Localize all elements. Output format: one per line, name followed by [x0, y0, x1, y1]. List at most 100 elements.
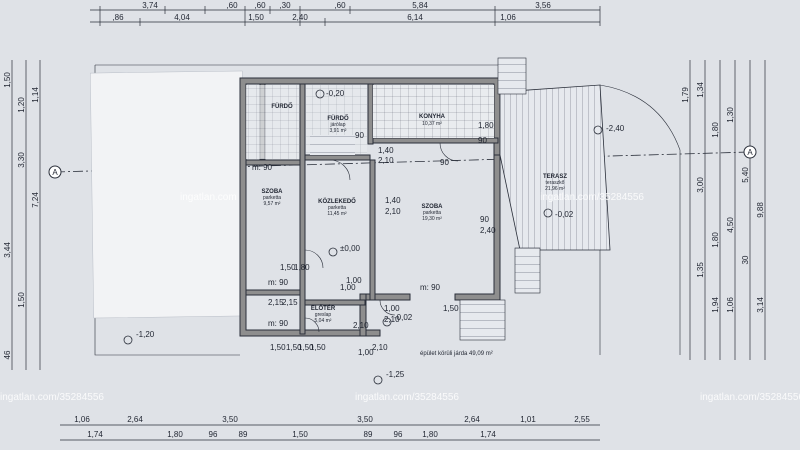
- top-dim-2-4: 6,14: [407, 13, 423, 22]
- bottom-dim-2-1: 1,80: [167, 430, 183, 439]
- left-dim-3: 3,30: [17, 152, 26, 168]
- room-finish: járólap: [329, 122, 345, 128]
- room-finish: parketta: [423, 210, 441, 216]
- room-name: FÜRDŐ: [271, 103, 293, 110]
- bottom-dim-2-8: 1,74: [480, 430, 496, 439]
- level-4: -1,20: [136, 330, 155, 339]
- inner-dim-25: 90: [440, 158, 449, 167]
- door-swings: [304, 142, 459, 333]
- bottom-dim-2-2: 96: [209, 430, 218, 439]
- entrance-steps: [459, 299, 506, 341]
- top-dim-2-1: 4,04: [174, 13, 190, 22]
- room-finish: parketta: [328, 205, 346, 211]
- left-dim-2: 1,14: [31, 87, 40, 103]
- inner-dim-5: 2,40: [480, 226, 496, 235]
- room-name: TERASZ: [543, 174, 567, 180]
- left-dim-6: 1,50: [17, 292, 26, 308]
- top-dim-2-2: 1,50: [248, 13, 264, 22]
- inner-dim-0: 1,40: [385, 196, 401, 205]
- room-name: SZOBA: [422, 204, 444, 210]
- inner-dim-15: 2,15: [268, 298, 284, 307]
- inner-dim-29: 1,00: [346, 276, 362, 285]
- inner-dim-3: 2,10: [378, 156, 394, 165]
- inner-dim-9: m: 90: [420, 283, 441, 292]
- room-bedroom-small: SZOBA parketta 9,57 m²: [262, 189, 284, 207]
- room-name: KÖZLEKEDŐ: [318, 198, 356, 205]
- bottom-dim-2-6: 96: [394, 430, 403, 439]
- bottom-dim-1-6: 2,55: [574, 415, 590, 424]
- right-dim-10: 1,94: [711, 297, 720, 313]
- bottom-dim-2-5: 89: [364, 430, 373, 439]
- room-finish: parketta: [263, 195, 281, 201]
- bottom-dim-2-4: 1,50: [292, 430, 308, 439]
- bottom-dim-1-0: 1,06: [74, 415, 90, 424]
- watermark: ingatlan.com/35284556: [700, 392, 800, 403]
- top-dim-1-2: ,60: [254, 1, 266, 10]
- opening-dimensions: 1,40 2,10 1,40 2,10 90 2,40 90 1,80 m: 9…: [252, 121, 496, 357]
- level-3: -0,02: [555, 210, 574, 219]
- room-finish: greslap: [315, 312, 332, 318]
- inner-dim-11: 2,10: [353, 321, 369, 330]
- room-area: 11,45 m²: [327, 211, 347, 217]
- inner-dim-20: 1,50: [310, 343, 326, 352]
- right-dim-1: 1,34: [696, 82, 705, 98]
- staircase: [310, 135, 355, 155]
- inner-dim-19: 1,80: [294, 263, 310, 272]
- watermarks: ingatlan.com ingatlan.com/35284556 ingat…: [0, 192, 800, 403]
- top-dim-2-0: ,86: [112, 13, 124, 22]
- inner-dim-10: 1,00: [340, 283, 356, 292]
- bottom-dim-1-4: 2,64: [464, 415, 480, 424]
- top-dim-1-1: ,60: [226, 1, 238, 10]
- terrace-steps-top: [497, 57, 527, 95]
- top-dim-2-5: 1,06: [500, 13, 516, 22]
- inner-dim-27: 1,50: [286, 343, 302, 352]
- watermark: ingatlan.com/35284556: [0, 392, 104, 403]
- room-area: 19,30 m²: [422, 216, 442, 222]
- room-area: 10,37 m²: [422, 121, 442, 127]
- left-dim-4: 7,24: [31, 192, 40, 208]
- bottom-dim-1-5: 1,01: [520, 415, 536, 424]
- inner-dim-17: 2,15: [282, 298, 298, 307]
- inner-dim-22: 2,10: [372, 343, 388, 352]
- watermark: ingatlan.com/35284556: [540, 192, 644, 203]
- axis-marker-right: A: [743, 145, 757, 159]
- room-kitchen: KONYHA 10,37 m²: [419, 114, 446, 127]
- level-5: -1,25: [386, 370, 405, 379]
- top-dim-1-4: ,60: [334, 1, 346, 10]
- bottom-dimension-chains: 1,06 2,64 3,50 3,50 2,64 1,01 2,55 1,74 …: [60, 415, 600, 441]
- inner-dim-16: m: 90: [268, 319, 289, 328]
- room-name: FÜRDŐ: [327, 115, 349, 122]
- level-markers: ±0,00 -0,02 -2,40 -0,02 -1,20 -1,25 -0,2…: [123, 89, 625, 385]
- left-dimension-chains: 1,50 1,20 1,14 3,30 7,24 3,44 1,50 46: [3, 60, 41, 370]
- top-dim-1-5: 5,84: [412, 1, 428, 10]
- inner-dim-14: 1,50: [443, 304, 459, 313]
- top-dimension-chains: 3,74 ,60 ,60 ,30 ,60 5,84 3,56 ,86 4,04 …: [90, 1, 601, 26]
- room-bedroom-large: SZOBA parketta 19,30 m²: [422, 204, 444, 222]
- inner-dim-26: m: 90: [252, 163, 273, 172]
- inner-dim-13: 2,10: [384, 315, 400, 324]
- right-dim-5: 5,40: [741, 167, 750, 183]
- left-dim-7: 46: [3, 350, 12, 359]
- inner-dim-2: 1,40: [378, 146, 394, 155]
- room-name: ELŐTÉR: [311, 304, 336, 312]
- left-dim-1: 1,20: [17, 97, 26, 113]
- level-6: -0,20: [326, 89, 345, 98]
- room-name: SZOBA: [262, 189, 284, 195]
- right-dim-12: 3,14: [756, 297, 765, 313]
- room-bath-2: FÜRDŐ járólap 3,91 m²: [327, 115, 349, 134]
- right-dim-9: 1,35: [696, 262, 705, 278]
- right-dim-2: 1,80: [711, 122, 720, 138]
- room-bath-1: FÜRDŐ: [271, 103, 293, 110]
- room-area: 5,04 m²: [315, 318, 332, 324]
- right-dim-3: 1,30: [726, 107, 735, 123]
- bottom-dim-2-7: 1,80: [422, 430, 438, 439]
- watermark: ingatlan.com: [180, 192, 237, 203]
- axis-label-left: A: [52, 168, 58, 177]
- room-hallway: KÖZLEKEDŐ parketta 11,45 m²: [318, 198, 356, 217]
- top-dim-2-3: 2,40: [292, 13, 308, 22]
- room-finish: teraszkő: [546, 180, 565, 186]
- right-dim-0: 1,79: [681, 87, 690, 103]
- axis-label-right: A: [747, 148, 753, 157]
- room-name: KONYHA: [419, 114, 446, 120]
